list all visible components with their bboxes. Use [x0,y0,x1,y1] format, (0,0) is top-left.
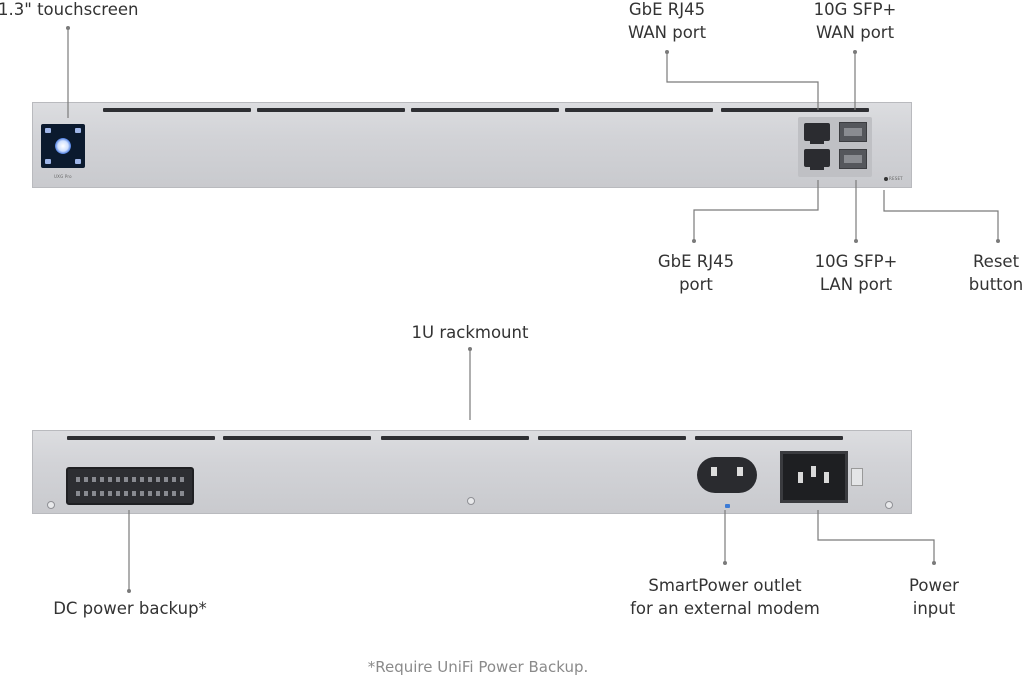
front-vent [257,108,405,112]
leader-dot [854,239,858,243]
inlet-pin [811,466,816,477]
leader-dot [665,50,669,54]
wan-rj45-port[interactable] [804,123,830,144]
dc-power-backup-connector[interactable] [66,467,194,505]
smartpower-outlet[interactable] [697,457,757,493]
leader-dot [723,561,727,565]
leader-reset [883,190,999,240]
front-vent [721,108,869,112]
touchscreen-display[interactable] [41,124,85,168]
label-dc-backup: DC power backup* [53,599,207,618]
power-input-inlet[interactable] [780,451,848,503]
connector-pin [140,477,144,482]
connector-pin [148,491,152,496]
leader-power-input [817,510,935,562]
connector-pin [100,477,104,482]
screw-icon [467,497,475,505]
connector-pin [148,477,152,482]
leader-dot [66,26,70,30]
connector-pin [124,491,128,496]
connector-pin [172,491,176,496]
front-vent [565,108,713,112]
rear-panel [32,430,912,514]
front-panel: UXG Pro RESET [32,102,912,188]
leader-dot [853,50,857,54]
rear-vent [538,436,686,440]
connector-pin [76,491,80,496]
label-wan-sfp: 10G SFP+WAN port [813,0,897,42]
footnote: *Require UniFi Power Backup. [367,658,589,676]
front-vent [411,108,559,112]
connector-pin [180,477,184,482]
connector-pin [76,477,80,482]
inlet-pin [798,472,803,483]
connector-pin [100,491,104,496]
connector-pin [164,477,168,482]
connector-pin [132,491,136,496]
leader-dot [932,561,936,565]
connector-pin [108,491,112,496]
screw-icon [885,501,893,509]
connector-pin [116,491,120,496]
connector-pin [108,477,112,482]
connector-pin [172,477,176,482]
reset-small-label: RESET [889,176,903,181]
outlet-contact [711,467,717,476]
label-lan-sfp: 10G SFP+LAN port [814,252,898,294]
reset-button[interactable] [884,177,888,181]
outlet-contact [737,467,743,476]
connector-pin [164,491,168,496]
screen-center-icon [55,138,71,154]
front-model-label: UXG Pro [54,174,72,179]
connector-pin [180,491,184,496]
leader-dot [468,347,472,351]
screen-icon [45,159,51,164]
connector-pin [92,491,96,496]
rear-vent [381,436,529,440]
rear-vent [67,436,215,440]
front-vent [103,108,251,112]
connector-pin [156,491,160,496]
connector-pin [92,477,96,482]
leader-dot [127,589,131,593]
screen-icon [45,128,51,133]
leader-dot [996,239,1000,243]
connector-pin [140,491,144,496]
lan-sfp-port[interactable] [839,149,867,169]
leader-lan-rj45 [693,180,819,240]
smartpower-led [725,504,730,508]
leader-dot [692,239,696,243]
label-rackmount: 1U rackmount [411,323,529,342]
wan-sfp-port[interactable] [839,122,867,142]
rear-vent [695,436,843,440]
inlet-pin [824,472,829,483]
connector-pin [124,477,128,482]
connector-pin [116,477,120,482]
connector-pin [84,491,88,496]
rear-vent [223,436,371,440]
leader-wan-rj45 [666,53,819,110]
label-touchscreen: 1.3" touchscreen [0,0,139,19]
connector-pin [132,477,136,482]
screen-icon [75,128,81,133]
power-switch[interactable] [851,468,863,486]
lan-rj45-port[interactable] [804,149,830,170]
connector-pin [156,477,160,482]
screen-icon [75,159,81,164]
screw-icon [47,501,55,509]
connector-pin [84,477,88,482]
